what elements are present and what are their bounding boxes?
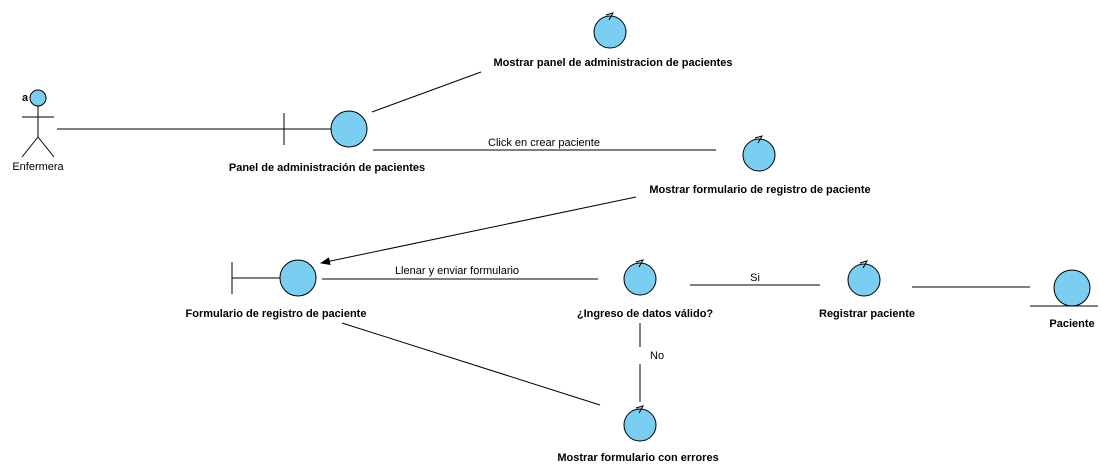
edge-panel-mostrar-panel [371,71,482,113]
edge-mostrar-formulario-to-formulario [320,196,637,266]
entity-icon [1053,269,1091,307]
node-label: Mostrar panel de administracion de pacie… [493,57,732,69]
node-label: ¿Ingreso de datos válido? [577,308,714,320]
boundary-icon [279,259,317,297]
node-label: Panel de administración de pacientes [229,162,425,174]
node-mostrar-formulario[interactable]: Mostrar formulario de registro de pacien… [649,135,871,196]
actor-head-icon [29,89,47,107]
control-arrow-icon [754,135,764,144]
edge-label-llenar-enviar: Llenar y enviar formulario [395,265,519,277]
control-icon [623,262,657,296]
control-arrow-icon [635,259,645,268]
node-mostrar-panel[interactable]: Mostrar panel de administracion de pacie… [493,12,733,69]
control-icon [847,263,881,297]
node-label: Paciente [1049,318,1094,330]
node-label: Formulario de registro de paciente [186,308,367,320]
actor-label: Enfermera [12,161,64,173]
control-icon [623,408,657,442]
node-paciente-entity[interactable]: Paciente [1030,269,1098,330]
edge-label-click-crear: Click en crear paciente [488,137,600,149]
edge-label-si: Si [750,272,760,284]
control-icon [742,138,776,172]
control-icon [593,15,627,49]
node-panel-boundary[interactable]: Panel de administración de pacientes [229,110,425,174]
node-label: Mostrar formulario de registro de pacien… [649,184,870,196]
node-registrar-paciente[interactable]: Registrar paciente [819,260,915,320]
control-arrow-icon [859,260,869,269]
edge-label-no: No [650,350,664,362]
edge-formulario-errores [341,322,601,406]
boundary-icon [330,110,368,148]
node-ingreso-valido[interactable]: ¿Ingreso de datos válido? [577,259,714,320]
actor-tag: a [22,92,29,104]
control-arrow-icon [605,12,615,21]
actor-enfermera[interactable]: a Enfermera [12,89,65,173]
node-formulario-boundary[interactable]: Formulario de registro de paciente [186,259,367,320]
node-label: Mostrar formulario con errores [557,452,718,464]
control-arrow-icon [635,405,645,414]
node-label: Registrar paciente [819,308,915,320]
node-mostrar-errores[interactable]: Mostrar formulario con errores [557,405,719,464]
